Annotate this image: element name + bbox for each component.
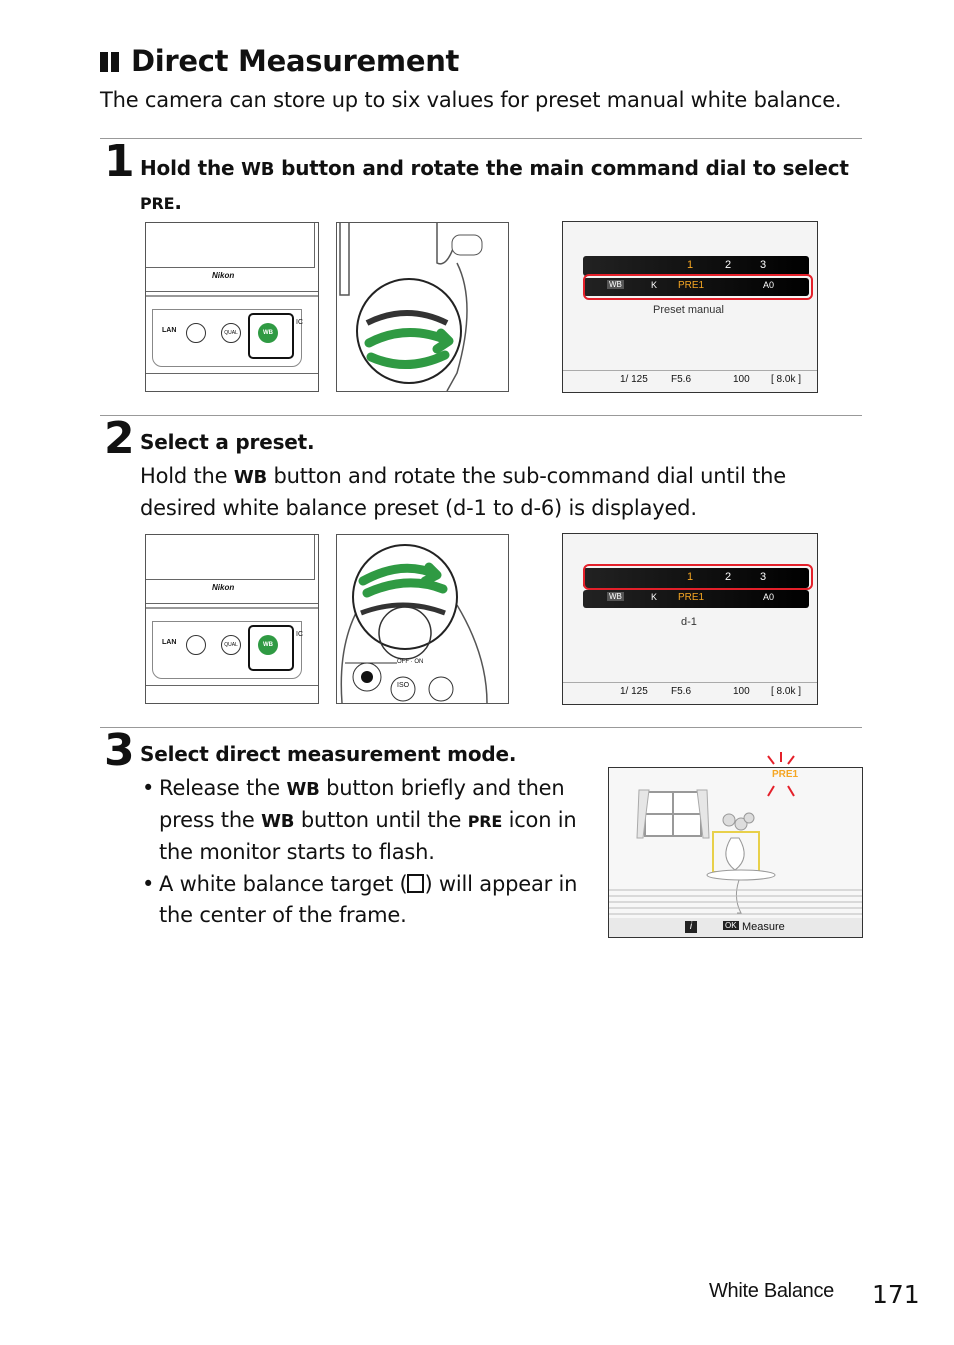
wb-button: WB: [258, 323, 278, 343]
wb-button: WB: [258, 635, 278, 655]
menu-tab: 2: [725, 259, 732, 271]
menu-tab: 1: [687, 259, 694, 271]
brand-logo: Nikon: [212, 583, 235, 592]
page-number: 171: [872, 1280, 920, 1309]
heading-marker-icon: [111, 52, 119, 72]
step-number: 1: [104, 136, 135, 187]
menu-tab: 3: [760, 259, 767, 271]
aperture-readout: F5.6: [671, 686, 692, 697]
qual-button: QUAL: [221, 323, 241, 343]
measure-label: Measure: [742, 921, 785, 933]
bullet-item: • A white balance target () will appear …: [142, 872, 578, 927]
auto-icon: A0: [763, 592, 775, 602]
iso-button: ISO: [397, 682, 410, 689]
live-view-screen: i OK Measure: [608, 767, 863, 938]
step-number: 3: [104, 725, 135, 776]
step-title: Select a preset.: [140, 430, 315, 454]
flash-burst-icon: [767, 752, 795, 797]
target-frame-icon: [407, 874, 425, 893]
wb-button-icon: WB: [261, 811, 295, 832]
wb-icon: WB: [607, 280, 624, 289]
bullet-item: • Release the WB button briefly and then…: [142, 776, 577, 864]
divider: [100, 415, 862, 416]
aperture-readout: F5.6: [671, 374, 692, 385]
main-dial-figure: [336, 222, 509, 392]
divider: [100, 138, 862, 139]
auto-icon: A0: [763, 280, 775, 290]
frames-readout: [ 8.0k ]: [771, 374, 802, 385]
scene-illustration: [609, 789, 862, 937]
power-switch-label: OFF · ON: [397, 659, 424, 665]
section-title: Direct Measurement: [131, 44, 460, 78]
kelvin-icon: K: [651, 280, 658, 290]
menu-tab: 1: [687, 571, 694, 583]
iso-readout: 100: [733, 374, 750, 385]
menu-caption: d-1: [681, 616, 697, 628]
wb-icon: WB: [607, 592, 624, 601]
pre-icon: PRE1: [772, 769, 799, 780]
pre-icon: PRE: [140, 194, 175, 213]
frames-readout: [ 8.0k ]: [771, 686, 802, 697]
camera-top-figure: Nikon LAN QUAL WB IC: [145, 222, 319, 392]
menu-caption: Preset manual: [653, 304, 724, 316]
ok-button-icon: OK: [723, 921, 739, 930]
lan-label: LAN: [162, 327, 177, 334]
step-title: Select direct measurement mode.: [140, 742, 517, 766]
pre-icon: PRE1: [678, 280, 705, 291]
menu-tab: 2: [725, 571, 732, 583]
step-title: Hold the WB button and rotate the main c…: [140, 156, 849, 214]
flashing-pre-indicator: PRE1: [760, 748, 802, 800]
mic-button-icon: [186, 323, 206, 343]
heading-marker-icon: [100, 52, 108, 72]
lan-label: LAN: [162, 639, 177, 646]
rotate-sub-dial-icon: [340, 544, 488, 703]
menu-tab: 3: [760, 571, 767, 583]
info-button-icon: i: [685, 921, 697, 933]
wb-button-icon: WB: [286, 779, 320, 800]
ic-label: IC: [296, 631, 303, 638]
ic-label: IC: [296, 319, 303, 326]
pre-icon: PRE1: [678, 592, 705, 603]
step-body: Hold the WB button and rotate the sub-co…: [140, 464, 786, 520]
rotate-main-dial-icon: [339, 223, 483, 391]
step-number: 2: [104, 413, 135, 464]
pre-icon: PRE: [467, 812, 503, 831]
camera-menu-screen-1: 1 2 3 WB K PRE1 A0 Preset manual 1/ 125 …: [562, 221, 818, 393]
qual-button: QUAL: [221, 635, 241, 655]
section-heading: Direct Measurement: [100, 44, 459, 78]
section-intro: The camera can store up to six values fo…: [100, 88, 842, 112]
mic-button-icon: [186, 635, 206, 655]
wb-button-icon: WB: [241, 159, 275, 180]
iso-readout: 100: [733, 686, 750, 697]
divider: [100, 727, 862, 728]
footer-section-name: White Balance: [708, 1280, 834, 1302]
wb-button-icon: WB: [233, 467, 268, 488]
shutter-readout: 1/ 125: [620, 374, 648, 385]
sub-dial-figure: ISO OFF · ON: [336, 534, 509, 704]
kelvin-icon: K: [651, 592, 658, 602]
shutter-readout: 1/ 125: [620, 686, 648, 697]
brand-logo: Nikon: [212, 271, 235, 280]
camera-menu-screen-2: 1 2 3 WB K PRE1 A0 d-1 1/ 125 F5.6 100 […: [562, 533, 818, 705]
camera-top-figure: Nikon LAN QUAL WB IC: [145, 534, 319, 704]
